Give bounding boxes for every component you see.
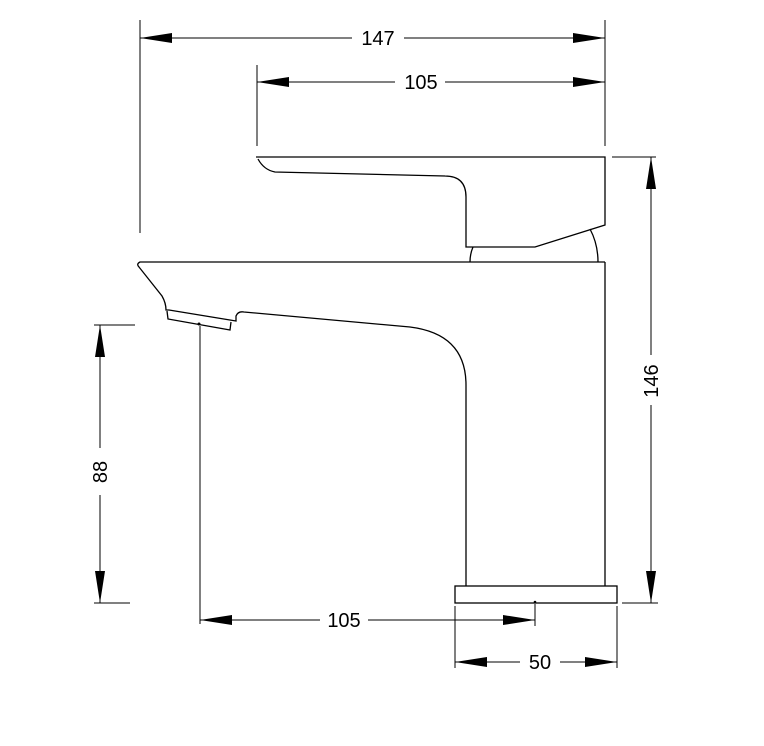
- dim-label-146: 146: [641, 364, 663, 397]
- faucet-base: [454, 585, 618, 604]
- dimension-lever-length: 105: [257, 72, 605, 94]
- dim-label-105-top: 105: [404, 72, 437, 94]
- lever-handle: [256, 156, 606, 248]
- aerator-nozzle: [166, 310, 232, 331]
- dim-label-105-bottom: 105: [327, 610, 360, 632]
- dim-label-88: 88: [90, 461, 112, 483]
- dimension-base-width: 50: [455, 652, 617, 674]
- dim-label-147: 147: [361, 28, 394, 50]
- dimension-spout-height: 88: [90, 325, 112, 603]
- faucet-body: [137, 261, 605, 586]
- dimension-overall-length: 147: [140, 28, 605, 50]
- dimension-spout-reach: 105: [200, 610, 535, 632]
- dimension-overall-height: 146: [641, 157, 663, 603]
- extension-lines: [94, 20, 658, 668]
- faucet-outline: [137, 156, 618, 604]
- dim-label-50: 50: [529, 652, 551, 674]
- lever-joint-left: [469, 246, 474, 263]
- lever-joint-right: [589, 228, 599, 263]
- base-center-dot: [533, 600, 537, 604]
- aerator-center-dot: [197, 322, 201, 326]
